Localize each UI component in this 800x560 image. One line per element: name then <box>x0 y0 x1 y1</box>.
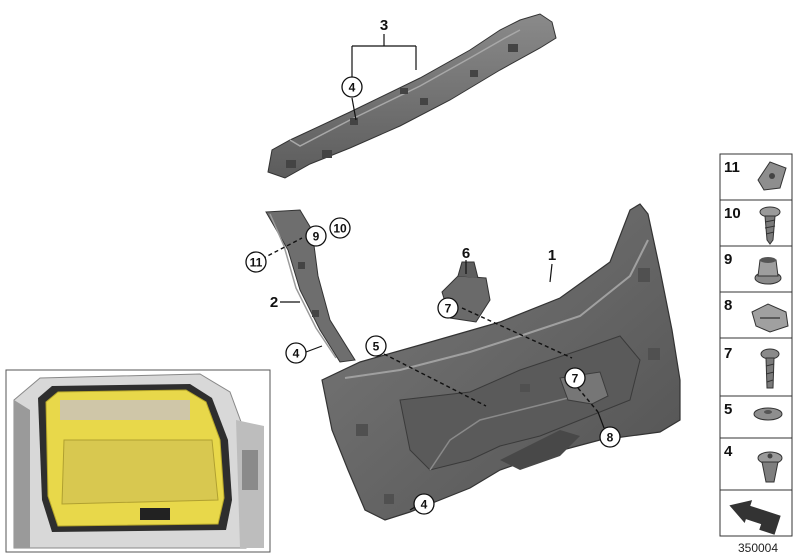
screw-icon <box>759 206 781 245</box>
legend-row-10: 10 <box>719 199 793 247</box>
callout-5: 5 <box>365 335 387 357</box>
svg-text:10: 10 <box>333 222 347 236</box>
svg-text:10: 10 <box>724 205 741 222</box>
svg-text:4: 4 <box>421 498 428 512</box>
legend-row-4: 4 <box>719 437 793 491</box>
svg-text:9: 9 <box>724 251 732 268</box>
legend-row-8: 8 <box>719 291 793 339</box>
legend-row-11: 11 <box>719 153 793 201</box>
svg-text:4: 4 <box>293 347 300 361</box>
legend-row-9: 9 <box>719 245 793 293</box>
legend-row-7: 7 <box>719 337 793 397</box>
spring-clip-icon <box>751 303 789 333</box>
callout-4-left: 4 <box>285 342 307 364</box>
svg-text:7: 7 <box>445 302 452 316</box>
callout-11: 11 <box>245 251 267 273</box>
expanding-rivet-icon <box>757 451 783 483</box>
vehicle-inset <box>5 369 271 553</box>
svg-text:9: 9 <box>313 230 320 244</box>
arrow-icon <box>729 500 781 535</box>
reference-number: 350004 <box>738 541 778 555</box>
callout-4-bottom: 4 <box>413 493 435 515</box>
svg-text:4: 4 <box>724 443 733 460</box>
callout-4-top: 4 <box>341 76 363 98</box>
svg-text:11: 11 <box>724 159 740 176</box>
callout-8: 8 <box>599 426 621 448</box>
svg-text:5: 5 <box>373 340 380 354</box>
callout-9: 9 <box>305 225 327 247</box>
leader-lines <box>255 34 605 511</box>
svg-text:7: 7 <box>572 372 579 386</box>
callout-2: 2 <box>270 294 278 311</box>
side-trim-part-2 <box>265 209 356 363</box>
upper-trim-part-3 <box>267 13 557 179</box>
nut-clip-icon <box>757 161 787 191</box>
svg-text:4: 4 <box>349 81 356 95</box>
callout-10: 10 <box>329 217 351 239</box>
fastener-legend: 11 10 9 <box>719 153 793 537</box>
svg-text:8: 8 <box>724 297 732 314</box>
bolt-icon <box>760 348 780 389</box>
svg-text:11: 11 <box>250 256 263 270</box>
plug-icon <box>753 407 783 421</box>
tailgate-trim-part-1 <box>321 203 681 521</box>
svg-text:7: 7 <box>724 345 732 362</box>
legend-row-5: 5 <box>719 395 793 439</box>
callout-3: 3 <box>380 17 388 34</box>
callout-7-lower: 7 <box>564 367 586 389</box>
legend-arrow-box <box>719 489 793 537</box>
svg-text:5: 5 <box>724 401 732 418</box>
callout-1: 1 <box>548 247 556 264</box>
grommet-icon <box>754 257 782 285</box>
svg-text:8: 8 <box>607 431 614 445</box>
callout-7-upper: 7 <box>437 297 459 319</box>
callout-6: 6 <box>462 245 470 262</box>
